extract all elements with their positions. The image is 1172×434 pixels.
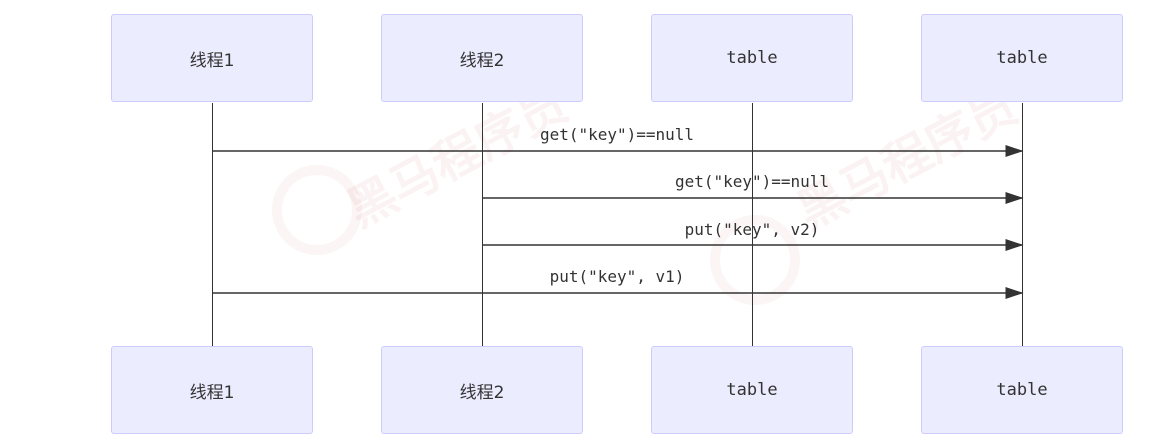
actor-table-1-top: table (651, 14, 853, 102)
actor-label: table (996, 48, 1048, 68)
message-label-2: get("key")==null (674, 172, 830, 191)
actor-table-2-top: table (921, 14, 1123, 102)
actor-label: table (726, 48, 778, 68)
lifeline-table-1 (752, 103, 753, 347)
actor-thread1-top: 线程1 (111, 14, 313, 102)
actor-label: 线程1 (189, 382, 235, 403)
watermark-logo-left (272, 165, 362, 255)
message-label-1: get("key")==null (539, 125, 695, 144)
actor-label: 线程1 (189, 50, 235, 71)
actor-thread2-top: 线程2 (381, 14, 583, 102)
actor-label: table (996, 380, 1048, 400)
actor-table-2-bottom: table (921, 346, 1123, 434)
message-label-3: put("key", v2) (684, 220, 820, 239)
actor-table-1-bottom: table (651, 346, 853, 434)
lifeline-thread2 (482, 103, 483, 347)
actor-label: 线程2 (459, 382, 505, 403)
lifeline-thread1 (212, 103, 213, 347)
actor-label: table (726, 380, 778, 400)
lifeline-table-2 (1022, 103, 1023, 347)
actor-thread1-bottom: 线程1 (111, 346, 313, 434)
actor-label: 线程2 (459, 50, 505, 71)
message-label-4: put("key", v1) (549, 267, 685, 286)
watermark-logo-right (710, 215, 800, 305)
